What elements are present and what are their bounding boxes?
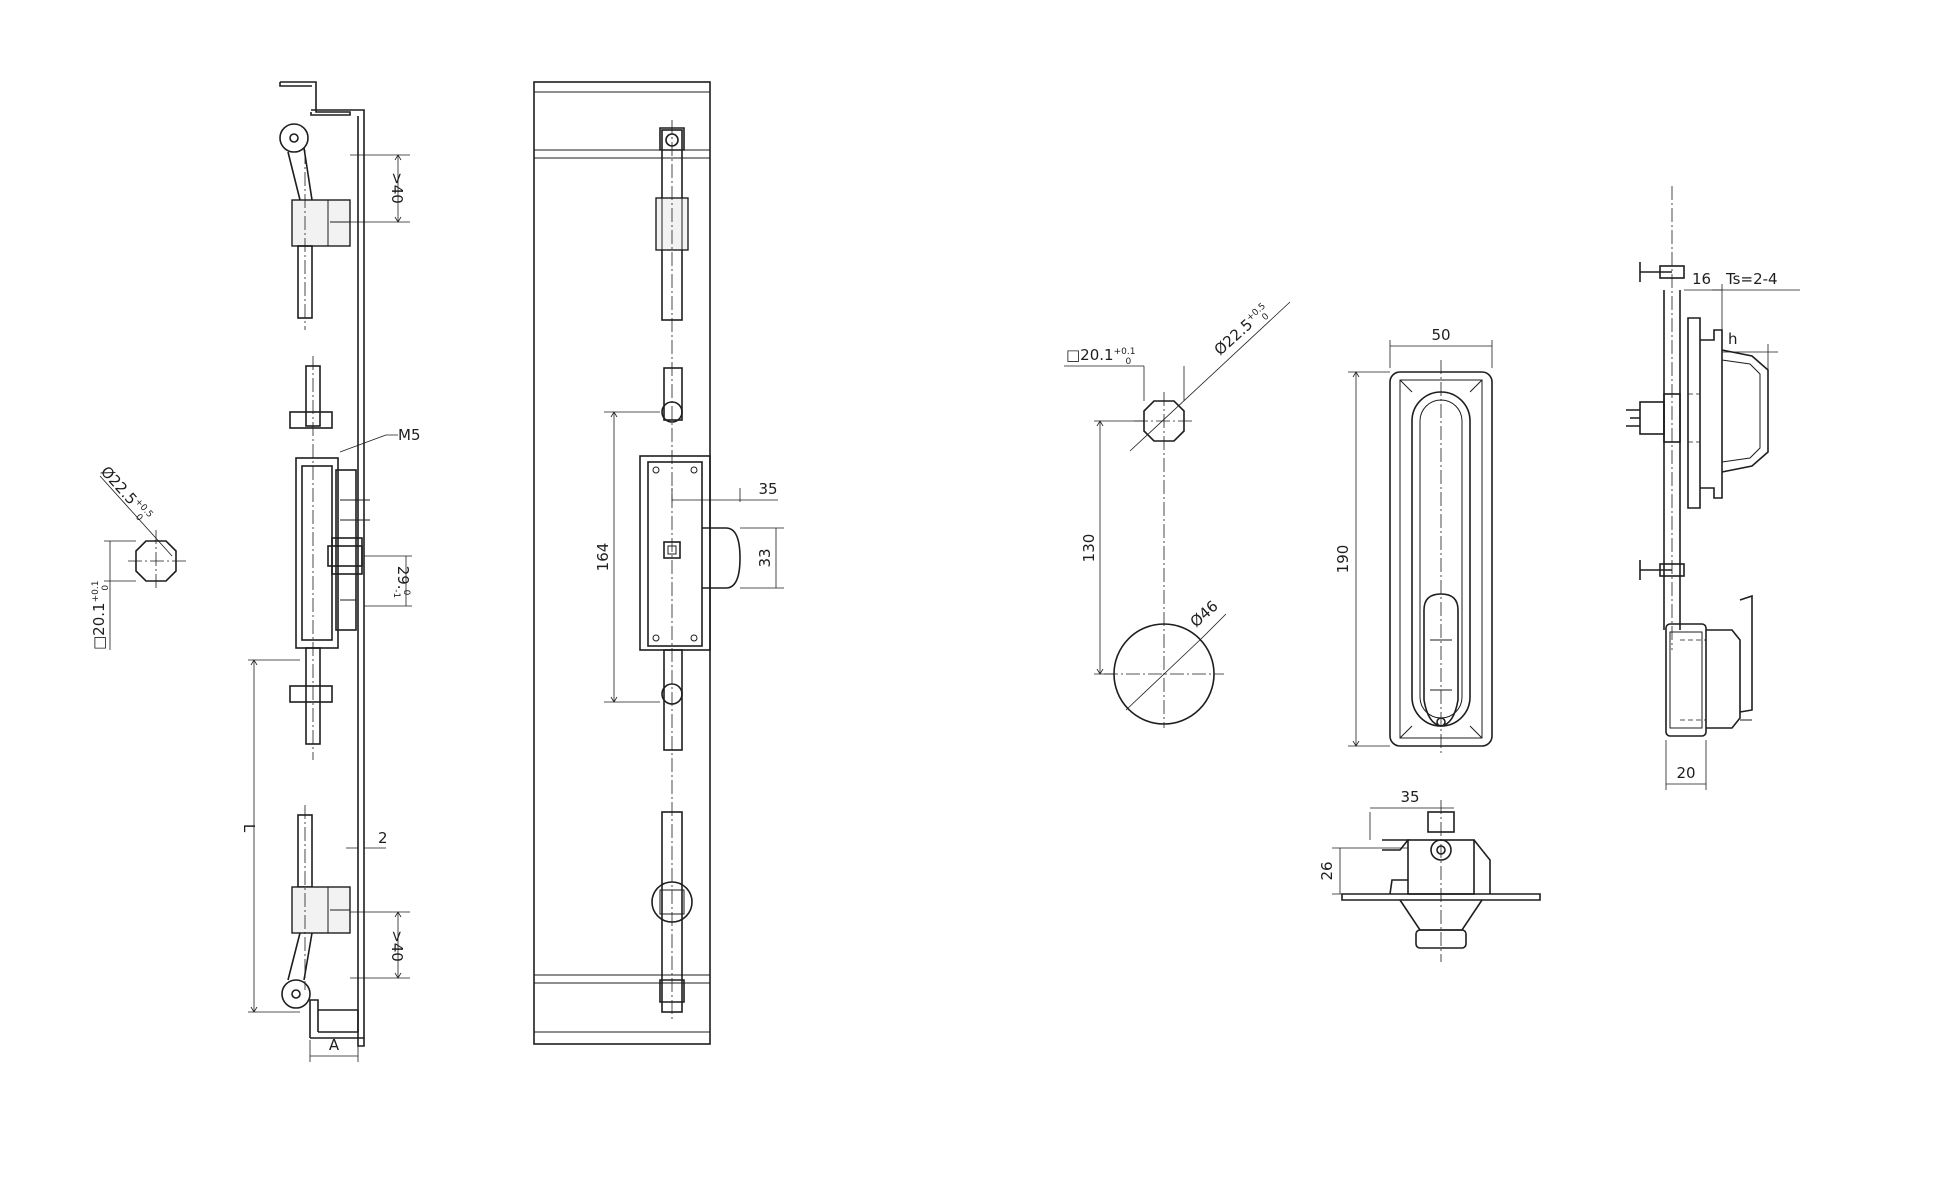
handle-height-label: 190 [1334, 545, 1352, 574]
front-height2-label: 33 [756, 548, 774, 567]
left-dia-label: Ø22.5+0.50 [95, 463, 155, 527]
thread-label: M5 [398, 426, 421, 444]
profile-20-label: 20 [1676, 764, 1695, 782]
side-bottom-gap-label: >40 [388, 930, 406, 962]
cut-hole-label: Ø46 [1187, 597, 1222, 631]
a-label: A [329, 1036, 340, 1054]
left-square-label: □20.1+0.10 [90, 581, 111, 650]
front-view: 164 35 33 [533, 81, 784, 1045]
handle-width-label: 50 [1431, 326, 1450, 344]
profile-ts-label: Ts=2-4 [1725, 270, 1778, 288]
side-top-gap-label: >40 [388, 172, 406, 204]
length-label: L [240, 824, 258, 833]
front-height-label: 164 [594, 543, 612, 572]
handle-front: 50 190 [1334, 326, 1493, 756]
profile-16-label: 16 [1692, 270, 1711, 288]
sheet-label: 2 [378, 829, 388, 847]
handle-bottom: 35 26 [1318, 788, 1541, 962]
bottom-depth-label: 26 [1318, 861, 1336, 880]
side-view: >40 M5 29.0-1 L 2 >40 A [240, 81, 421, 1062]
profile-h-label: h [1728, 330, 1738, 348]
handle-profile: 16 Ts=2-4 h 20 [1626, 186, 1800, 790]
cut-spacing-label: 130 [1080, 534, 1098, 563]
cut-dia-label: Ø22.5+0.50 [1211, 301, 1275, 361]
offset-label: 29.0-1 [391, 566, 412, 599]
left-cutout: Ø22.5+0.50 □20.1+0.10 [90, 463, 186, 650]
front-width-label: 35 [758, 480, 777, 498]
bottom-width-label: 35 [1400, 788, 1419, 806]
